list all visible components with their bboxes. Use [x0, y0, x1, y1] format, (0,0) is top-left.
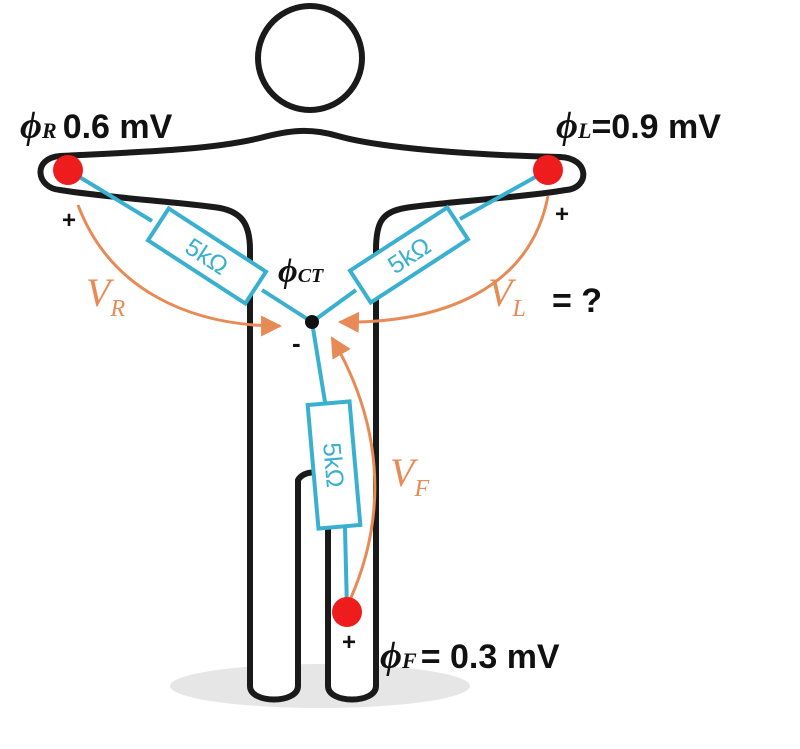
arrow-v-left [337, 195, 550, 333]
central-terminal-node [305, 315, 319, 329]
arrow-v-foot [330, 336, 377, 601]
wire-foot-center [310, 321, 327, 403]
wire-foot-leg [343, 527, 349, 611]
voltage-right-label: VR [86, 270, 125, 322]
voltage-foot-label: VF [390, 450, 429, 502]
electrode-foot [332, 597, 362, 627]
electrode-right-arm [53, 155, 83, 185]
resistor-left: 5kΩ [347, 204, 471, 306]
wire-right-center [260, 288, 314, 324]
resistor-foot-label: 5kΩ [317, 441, 349, 488]
polarity-foot-plus: + [342, 629, 356, 656]
polarity-center-minus: - [292, 328, 301, 358]
potential-center-label: ϕCT [278, 253, 324, 290]
wire-left-center [310, 288, 358, 324]
electrode-left-arm [533, 155, 563, 185]
potential-left-label: ϕL=0.9 mV [556, 105, 721, 147]
potential-foot-label: ϕF= 0.3 mV [380, 635, 560, 677]
voltage-left-unknown: = ? [552, 282, 602, 320]
voltage-left-label: VL [488, 270, 526, 322]
body-head [255, 3, 365, 113]
wire-left-arm [459, 168, 549, 221]
resistor-foot: 5kΩ [305, 399, 363, 531]
polarity-left-plus: + [555, 201, 569, 228]
wire-right-arm [66, 168, 154, 223]
arrow-v-right [76, 204, 283, 337]
polarity-right-plus: + [62, 207, 76, 234]
floor-shadow [170, 664, 470, 708]
